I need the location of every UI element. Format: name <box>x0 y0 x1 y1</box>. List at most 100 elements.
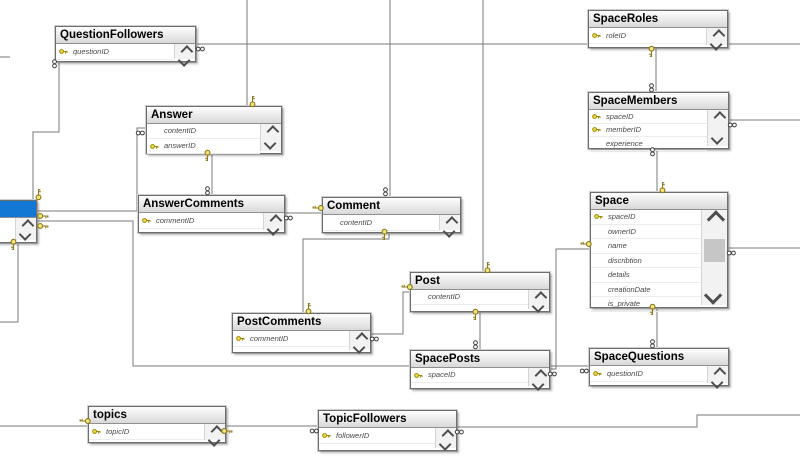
table-header[interactable]: Post <box>411 273 549 290</box>
field-row[interactable]: details <box>591 268 701 283</box>
table-header[interactable]: SpaceRoles <box>589 11 727 28</box>
table-scrollbar[interactable] <box>707 110 728 146</box>
relationship-line[interactable] <box>302 231 390 313</box>
field-name: creationDate <box>608 284 651 294</box>
field-name: commentID <box>156 215 195 225</box>
table-AnswerComments[interactable]: AnswerComments commentID <box>138 195 285 236</box>
table-header[interactable]: SpaceMembers <box>589 93 728 110</box>
field-row[interactable]: is_private <box>591 297 701 312</box>
relationship-line[interactable] <box>35 220 589 367</box>
field-row[interactable]: followerID <box>319 428 435 444</box>
table-Comment[interactable]: Comment contentID <box>322 197 461 238</box>
table-header[interactable] <box>0 201 36 218</box>
table-header[interactable]: SpacePosts <box>411 351 549 368</box>
infinity-connector-icon <box>725 244 738 256</box>
table-selected-partial[interactable] <box>0 200 37 243</box>
scrollbar-track[interactable] <box>704 228 725 287</box>
table-scrollbar[interactable] <box>707 366 728 389</box>
table-scrollbar[interactable] <box>701 210 727 305</box>
relationship-line[interactable] <box>548 248 590 370</box>
chevron-down-icon[interactable] <box>710 132 723 145</box>
table-body: contentID answerID <box>147 124 281 154</box>
chevron-up-icon[interactable] <box>706 210 726 229</box>
table-scrollbar[interactable] <box>15 218 36 241</box>
table-header[interactable]: Space <box>591 193 727 210</box>
key-connector-icon <box>311 205 324 217</box>
table-header[interactable]: topics <box>89 407 225 424</box>
field-row[interactable]: ownerID <box>591 225 701 239</box>
chevron-up-icon[interactable] <box>266 125 279 138</box>
field-row[interactable]: contentID <box>411 290 528 305</box>
field-row[interactable]: roleID <box>589 28 706 44</box>
table-header[interactable]: Comment <box>323 198 460 215</box>
table-Answer[interactable]: Answer contentID answerID <box>146 106 282 154</box>
table-scrollbar[interactable] <box>204 424 225 447</box>
key-connector-icon <box>78 418 91 430</box>
field-row[interactable]: topicID <box>89 424 204 440</box>
table-header[interactable]: QuestionFollowers <box>56 27 195 44</box>
chevron-down-icon[interactable] <box>263 137 276 150</box>
key-connector-icon <box>400 284 413 296</box>
relationship-line[interactable] <box>0 241 19 323</box>
table-scrollbar[interactable] <box>528 368 549 391</box>
table-header[interactable]: SpaceQuestions <box>590 349 728 366</box>
field-row[interactable]: contentID <box>323 215 439 231</box>
field-row[interactable]: questionID <box>56 44 174 60</box>
field-row[interactable]: experience <box>589 137 707 151</box>
field-row[interactable]: memberID <box>589 124 707 137</box>
field-row[interactable]: spaceID <box>591 210 701 225</box>
table-body: spaceID <box>411 368 549 391</box>
primary-key-icon <box>594 213 603 222</box>
relationship-line[interactable] <box>32 60 60 200</box>
key-connector-icon <box>29 188 41 201</box>
field-row[interactable]: commentID <box>233 331 349 347</box>
field-name: contentID <box>340 217 373 227</box>
table-scrollbar[interactable] <box>349 331 370 354</box>
primary-key-icon <box>142 217 151 226</box>
relationship-line[interactable] <box>35 127 146 212</box>
table-header[interactable]: Answer <box>147 107 281 124</box>
infinity-connector-icon <box>578 362 591 374</box>
table-scrollbar[interactable] <box>263 213 284 236</box>
table-scrollbar[interactable] <box>439 215 460 238</box>
table-header[interactable]: PostComments <box>233 314 370 331</box>
field-row[interactable]: questionID <box>590 366 707 382</box>
table-body: contentID <box>323 215 460 238</box>
field-row-partial <box>233 347 349 353</box>
chevron-up-icon[interactable] <box>713 111 726 124</box>
relationship-line[interactable] <box>455 414 800 428</box>
relationship-line[interactable] <box>369 291 410 335</box>
field-row[interactable]: commentID <box>139 213 263 229</box>
field-row[interactable]: spaceID <box>589 110 707 124</box>
field-row[interactable]: answerID <box>147 139 260 154</box>
field-row[interactable]: name <box>591 239 701 254</box>
table-scrollbar[interactable] <box>260 124 281 151</box>
infinity-connector-icon <box>51 58 63 71</box>
table-header[interactable]: TopicFollowers <box>319 411 456 428</box>
table-scrollbar[interactable] <box>174 44 195 67</box>
scrollbar-thumb[interactable] <box>704 238 725 263</box>
field-row[interactable]: contentID <box>147 124 260 139</box>
field-row[interactable]: creationDate <box>591 283 701 297</box>
field-name: contentID <box>164 126 197 136</box>
table-scrollbar[interactable] <box>706 28 727 51</box>
table-body: followerID <box>319 428 456 451</box>
field-row[interactable]: discribtion <box>591 254 701 268</box>
table-header[interactable]: AnswerComments <box>139 196 284 213</box>
chevron-down-icon[interactable] <box>703 286 723 305</box>
table-scrollbar[interactable] <box>528 290 549 313</box>
field-row[interactable]: spaceID <box>411 368 528 383</box>
table-scrollbar[interactable] <box>435 428 456 451</box>
